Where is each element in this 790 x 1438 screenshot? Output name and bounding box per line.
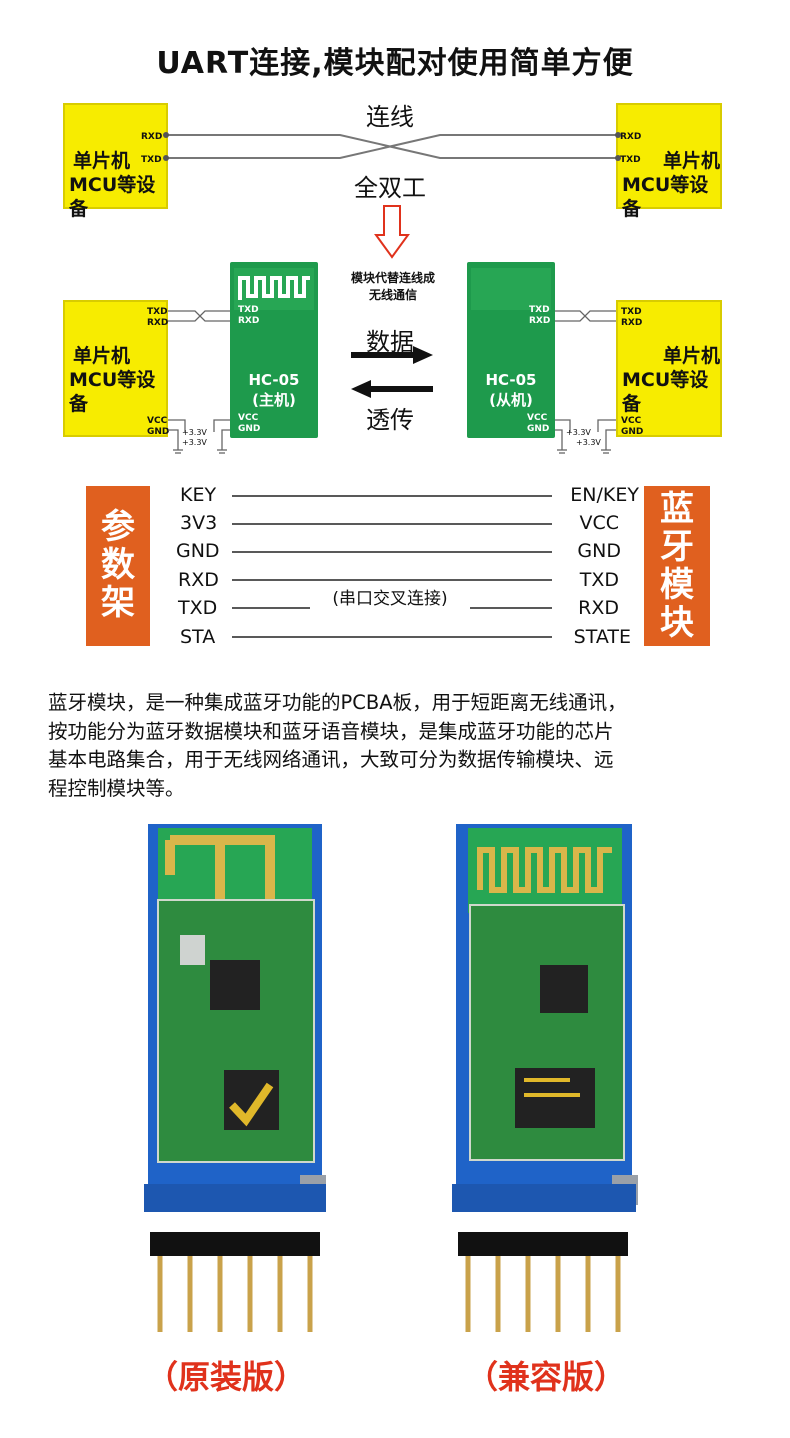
title-char: 数 <box>101 545 135 585</box>
pin-right: EN/KEY <box>570 484 639 506</box>
param-rack-title: 参 数 架 <box>86 486 150 646</box>
hc05-slave-module: TXD RXD HC-05 (从机) VCC GND <box>467 262 555 438</box>
pin-left: KEY <box>180 484 217 506</box>
module-note: 模块代替连线成 无线通信 <box>333 270 453 304</box>
mcu-label: 单片机 <box>73 345 131 367</box>
pin-label: RXD <box>147 318 169 328</box>
original-module-image <box>144 824 326 1332</box>
pin-label: TXD <box>141 155 162 165</box>
pin-label: TXD <box>238 305 259 315</box>
pin-label: RXD <box>529 316 551 326</box>
pin-label: GND <box>527 424 550 434</box>
note-line: 模块代替连线成 <box>350 271 435 285</box>
pin-left: TXD <box>178 597 218 619</box>
pin-right: STATE <box>573 626 631 648</box>
title-char: 牙 <box>660 527 694 567</box>
title-char: 蓝 <box>660 489 694 529</box>
mcu-label: MCU等设备 <box>69 369 156 415</box>
description-line: 按功能分为蓝牙数据模块和蓝牙语音模块，是集成蓝牙功能的芯片 <box>48 719 614 743</box>
pin-label: GND <box>621 427 644 437</box>
voltage-label: +3.3V <box>182 438 207 447</box>
pin-left: 3V3 <box>180 512 218 534</box>
mcu-label: MCU等设备 <box>622 174 709 220</box>
pin-label: VCC <box>147 416 168 426</box>
mcu-label: MCU等设备 <box>69 174 156 220</box>
pin-left: STA <box>180 626 216 648</box>
wire-label: 连线 <box>366 103 414 131</box>
voltage-label: +3.3V <box>182 428 207 437</box>
pin-label: RXD <box>141 132 163 142</box>
voltage-label: +3.3V <box>576 438 601 447</box>
mcu-box-left: 单片机 MCU等设备 RXD TXD <box>63 103 168 220</box>
mcu-label: 单片机 <box>663 150 721 172</box>
mcu-label: 单片机 <box>663 345 721 367</box>
title-char: 模 <box>660 565 694 605</box>
compatible-version-caption: （兼容版） <box>466 1358 627 1396</box>
module-name: HC-05 <box>248 371 300 389</box>
pin-label: VCC <box>527 413 548 423</box>
title-char: 块 <box>660 603 694 643</box>
pin-label: VCC <box>621 416 642 426</box>
title-char: 参 <box>101 507 135 547</box>
description-paragraph: 蓝牙模块，是一种集成蓝牙功能的PCBA板，用于短距离无线通讯， 按功能分为蓝牙数… <box>48 689 758 803</box>
pin-label: RXD <box>621 318 643 328</box>
pin-label: TXD <box>620 155 641 165</box>
pin-label: VCC <box>238 413 259 423</box>
pin-label: GND <box>147 427 170 437</box>
pin-right: TXD <box>579 569 619 591</box>
pin-left: GND <box>176 540 220 562</box>
note-line: 无线通信 <box>368 288 417 302</box>
passthrough-label: 透传 <box>366 406 414 434</box>
voltage-label: +3.3V <box>566 428 591 437</box>
pin-right: VCC <box>579 512 619 534</box>
data-label: 数据 <box>366 328 414 356</box>
pin-label: TXD <box>621 307 642 317</box>
antenna <box>471 268 551 310</box>
pin-label: TXD <box>147 307 168 317</box>
mcu-box-left-2: 单片机 MCU等设备 TXD RXD VCC GND <box>63 300 170 437</box>
description-line: 蓝牙模块，是一种集成蓝牙功能的PCBA板，用于短距离无线通讯， <box>48 691 627 714</box>
compatible-module-image <box>452 824 638 1332</box>
description-line: 基本电路集合，用于无线网络通讯，大致可分为数据传输模块、远 <box>48 748 614 771</box>
pin-label: GND <box>238 424 261 434</box>
module-wires <box>168 310 616 454</box>
down-arrow-icon <box>374 205 410 259</box>
pin-label: RXD <box>238 316 260 326</box>
mcu-label: MCU等设备 <box>622 369 709 415</box>
duplex-label: 全双工 <box>354 174 426 202</box>
pin-right: GND <box>577 540 621 562</box>
hc05-master-module: TXD RXD HC-05 (主机) VCC GND <box>230 262 318 438</box>
mcu-label: 单片机 <box>73 150 131 172</box>
title-char: 架 <box>101 583 135 623</box>
bluetooth-module-title: 蓝 牙 模 块 <box>644 486 710 646</box>
module-name: HC-05 <box>485 371 537 389</box>
page-title: UART连接,模块配对使用简单方便 <box>156 46 634 81</box>
original-version-caption: （原装版） <box>146 1358 307 1396</box>
antenna-trace-icon <box>238 276 310 300</box>
mcu-box-right-2: 单片机 MCU等设备 TXD RXD VCC GND <box>616 300 722 437</box>
pin-left: RXD <box>178 569 219 591</box>
arrow-left-icon <box>351 380 433 398</box>
module-role: (主机) <box>252 391 296 409</box>
pin-label: TXD <box>529 305 550 315</box>
description-line: 程控制模块等。 <box>48 776 185 800</box>
pin-map-lines <box>232 495 552 638</box>
antenna <box>234 268 314 310</box>
pin-label: RXD <box>620 132 642 142</box>
mcu-box-right: 单片机 MCU等设备 RXD TXD <box>616 103 722 220</box>
arrow-right-icon <box>351 346 433 364</box>
pin-right: RXD <box>578 597 619 619</box>
module-role: (从机) <box>489 391 533 409</box>
crossover-wires <box>163 132 621 161</box>
cross-connect-note: (串口交叉连接) <box>310 584 470 609</box>
